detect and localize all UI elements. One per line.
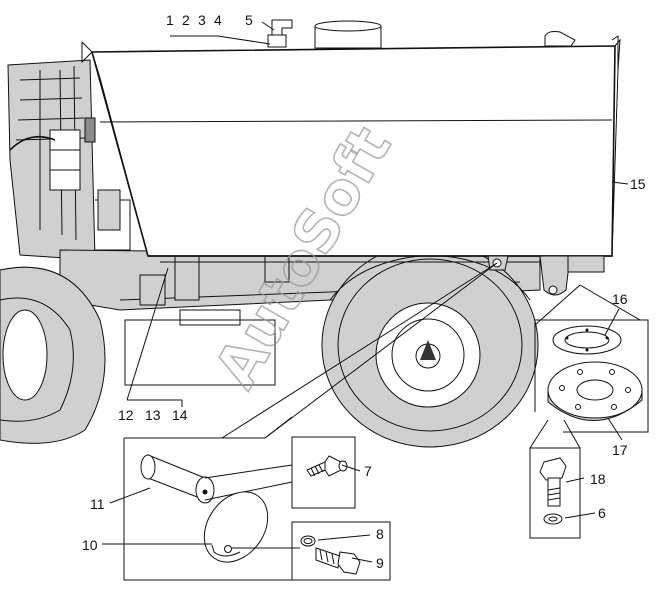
rear-wheel xyxy=(321,242,539,448)
callout-7: 7 xyxy=(364,463,372,479)
callout-17: 17 xyxy=(612,442,628,458)
callout-15: 15 xyxy=(630,176,646,192)
callout-11: 11 xyxy=(90,496,105,512)
callout-10: 10 xyxy=(82,537,98,553)
callout-14: 14 xyxy=(172,407,188,423)
callout-2: 2 xyxy=(182,12,190,28)
callout-9: 9 xyxy=(376,555,384,571)
callout-4: 4 xyxy=(214,12,222,28)
callout-16: 16 xyxy=(612,291,628,307)
front-wheel xyxy=(0,266,106,444)
callout-5: 5 xyxy=(245,12,253,28)
detail-hinge-pin xyxy=(123,262,498,581)
callout-8: 8 xyxy=(376,526,384,542)
callout-labels: 1 2 3 4 5 15 16 17 18 6 7 8 9 10 11 12 1… xyxy=(82,12,646,571)
callout-18: 18 xyxy=(590,471,606,487)
dump-body xyxy=(81,19,621,296)
callout-1: 1 xyxy=(166,12,174,28)
callout-13: 13 xyxy=(145,407,161,423)
detail-pad-assembly xyxy=(529,284,649,539)
truck-cab xyxy=(7,59,131,261)
callout-3: 3 xyxy=(198,12,206,28)
leader-lines xyxy=(102,21,629,563)
callout-12: 12 xyxy=(118,407,134,423)
callout-6: 6 xyxy=(598,505,606,521)
